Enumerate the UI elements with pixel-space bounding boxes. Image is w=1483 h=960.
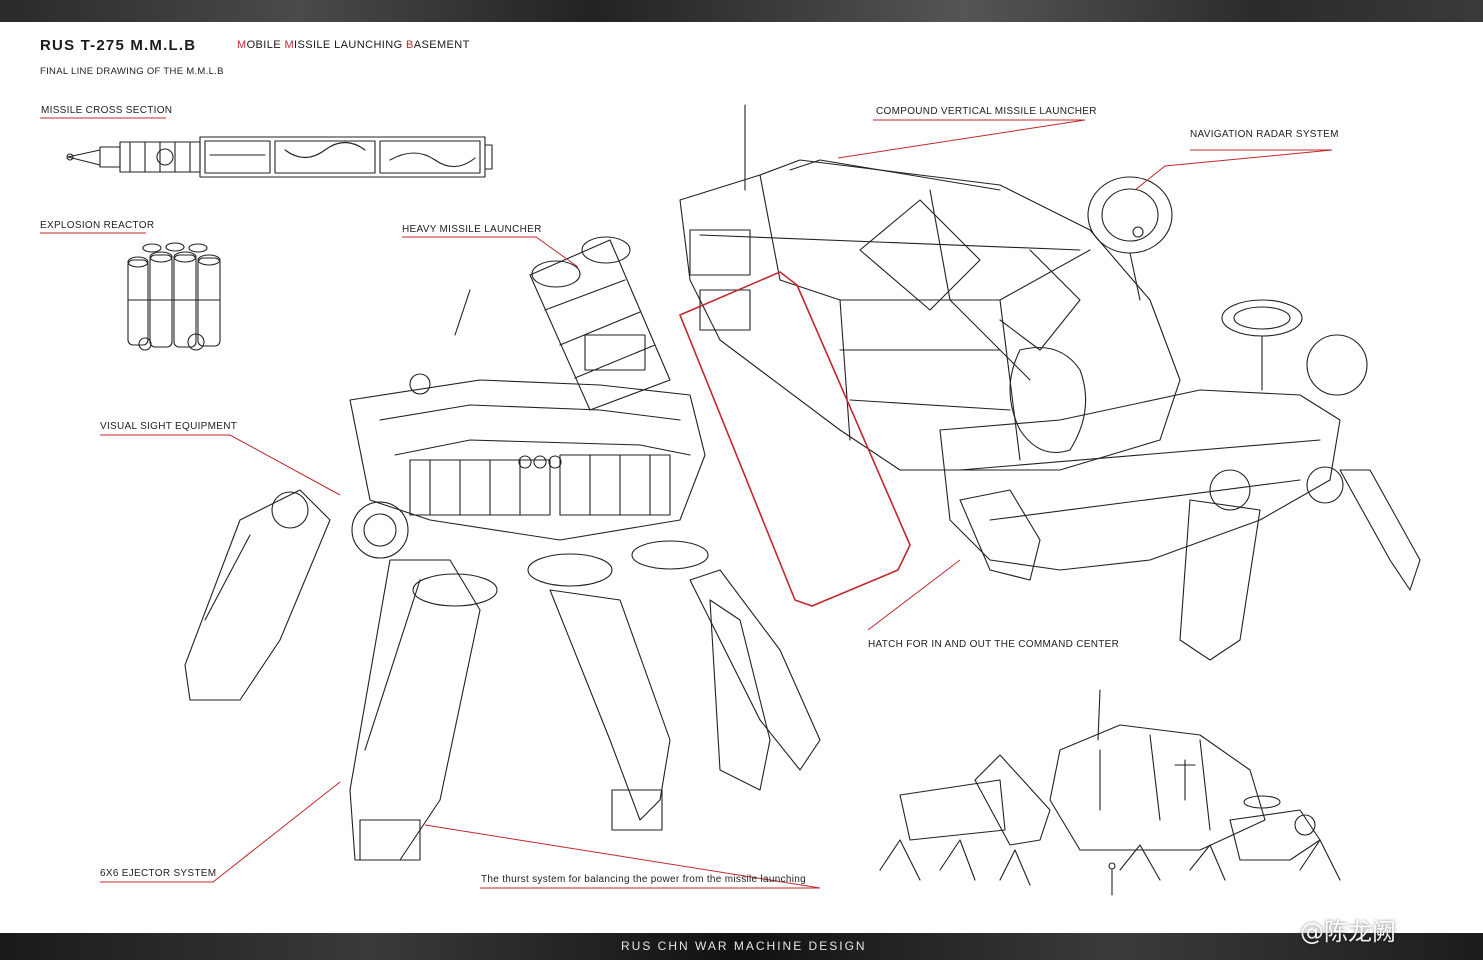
subtitle-part: AUNCHING: [340, 39, 406, 51]
footer-title: RUS CHN WAR MACHINE DESIGN: [621, 939, 867, 953]
subtitle-part: L: [334, 39, 341, 51]
callout-leaders: [40, 117, 1333, 889]
subtitle-part: M: [284, 39, 295, 51]
subtitle-part: OBILE: [246, 39, 285, 51]
label-thrust-system: The thurst system for balancing the powe…: [481, 874, 806, 885]
legs-drawing: [184, 466, 1421, 861]
label-missile-cross-section: MISSILE CROSS SECTION: [41, 105, 173, 116]
label-compound-vertical-missile-launcher: COMPOUND VERTICAL MISSILE LAUNCHER: [876, 106, 1097, 117]
label-ejector-system: 6X6 EJECTOR SYSTEM: [100, 868, 217, 879]
subtitle-part: ISSILE: [294, 39, 335, 51]
label-explosion-reactor: EXPLOSION REACTOR: [40, 220, 155, 231]
label-hatch: HATCH FOR IN AND OUT THE COMMAND CENTER: [868, 639, 1120, 650]
line-drawing: [40, 104, 1421, 896]
rear-pod-drawing: [939, 176, 1368, 571]
author-watermark: @陈龙阙: [1300, 918, 1396, 946]
subtitle-part: B: [406, 39, 414, 51]
main-hull-drawing: [349, 289, 706, 559]
label-visual-sight-equipment: VISUAL SIGHT EQUIPMENT: [100, 421, 238, 432]
top-texture-band: [0, 0, 1483, 22]
heavy-missile-launcher-drawing: [529, 236, 671, 411]
label-heavy-missile-launcher: HEAVY MISSILE LAUNCHER: [402, 224, 542, 235]
drawing-title: RUS T-275 M.M.L.B: [40, 37, 197, 54]
command-center-drawing: [679, 104, 1181, 471]
drawing-caption: FINAL LINE DRAWING OF THE M.M.L.B: [40, 66, 224, 77]
missile-cross-section-drawing: [66, 136, 493, 178]
side-view-drawing: [879, 689, 1341, 896]
subtitle-part: M: [237, 39, 247, 51]
label-navigation-radar-system: NAVIGATION RADAR SYSTEM: [1190, 129, 1339, 140]
drawing-subtitle: MOBILE MISSILE LAUNCHING BASEMENT: [237, 39, 470, 51]
bottom-texture-band: [0, 933, 1483, 960]
hatch-highlight: [678, 271, 911, 607]
explosion-reactor-drawing: [127, 242, 221, 351]
subtitle-part: ASEMENT: [413, 39, 470, 51]
